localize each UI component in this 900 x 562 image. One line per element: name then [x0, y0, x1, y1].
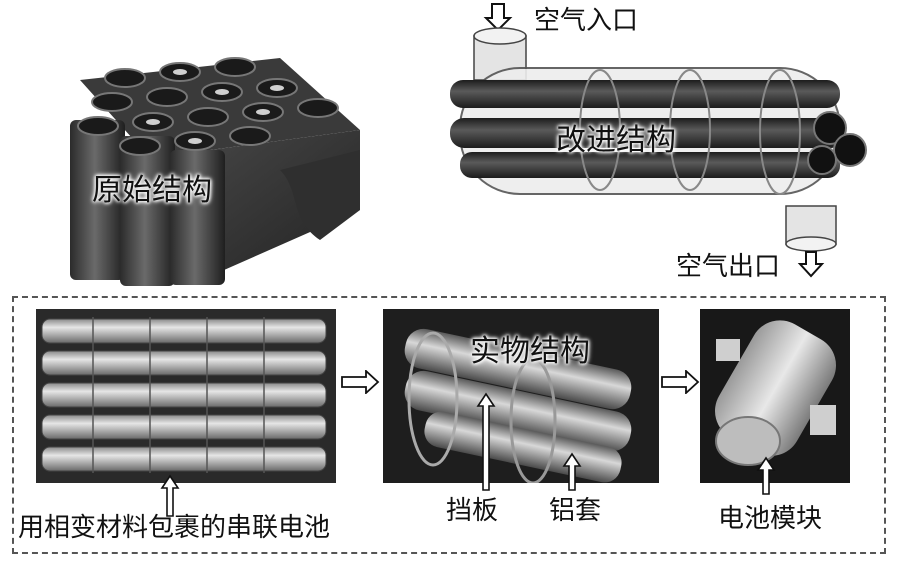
- physical-structure-frame: [12, 296, 886, 554]
- label-improved-structure: 改进结构: [556, 123, 676, 158]
- right-arrow-icon: [341, 370, 380, 394]
- label-physical-structure: 实物结构: [470, 334, 590, 369]
- label-series-cells-pcm: 用相变材料包裹的串联电池: [18, 513, 331, 543]
- label-original-structure: 原始结构: [92, 173, 212, 208]
- right-arrow-icon-2: [661, 370, 700, 394]
- up-arrow-icon-baffle: [476, 392, 496, 491]
- improved-structure-render: [450, 3, 867, 278]
- outlet-arrow-icon: [797, 251, 825, 278]
- label-air-inlet: 空气入口: [534, 6, 639, 36]
- physical-structure-photo: [383, 309, 659, 483]
- label-baffle: 挡板: [446, 496, 499, 526]
- up-arrow-icon-module: [756, 456, 776, 495]
- label-battery-module: 电池模块: [718, 504, 823, 534]
- label-air-outlet: 空气出口: [676, 252, 781, 282]
- battery-module-photo: [700, 309, 850, 483]
- up-arrow-icon-cells: [160, 474, 180, 517]
- series-cells-photo: [36, 309, 336, 483]
- label-aluminum-sleeve: 铝套: [549, 496, 602, 526]
- original-structure-render: [70, 57, 360, 286]
- up-arrow-icon-sleeve: [562, 452, 582, 491]
- inlet-arrow-icon: [483, 3, 513, 32]
